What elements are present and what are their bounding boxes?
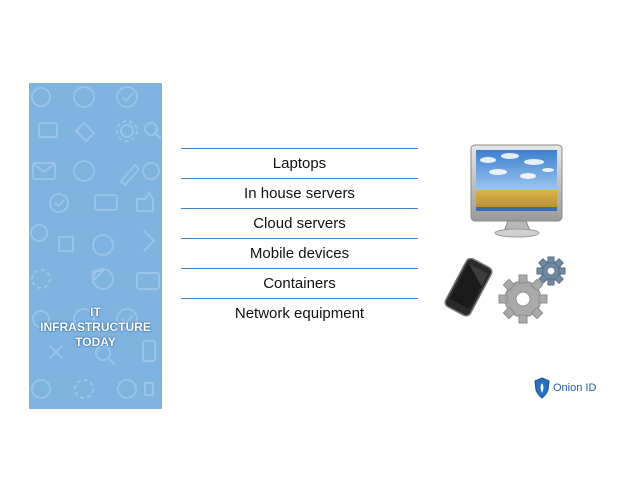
gears-icon <box>498 256 566 324</box>
monitor-icon <box>470 144 563 238</box>
side-panel-title: IT INFRASTRUCTURE TODAY <box>29 305 162 350</box>
infrastructure-list: Laptops In house servers Cloud servers M… <box>181 148 418 328</box>
list-item: Mobile devices <box>181 238 418 268</box>
list-item: Laptops <box>181 148 418 178</box>
logo-text: Onion ID <box>553 382 597 394</box>
list-item: In house servers <box>181 178 418 208</box>
list-item: Cloud servers <box>181 208 418 238</box>
list-item: Network equipment <box>181 298 418 328</box>
title-line-2: INFRASTRUCTURE <box>40 320 151 334</box>
title-line-3: TODAY <box>75 335 116 349</box>
list-item: Containers <box>181 268 418 298</box>
icon-pattern-background <box>30 86 162 399</box>
shield-icon <box>534 377 550 399</box>
title-line-1: IT <box>90 305 101 319</box>
smartphone-icon <box>444 258 493 317</box>
side-panel: IT INFRASTRUCTURE TODAY <box>29 83 162 409</box>
onion-id-logo: Onion ID <box>534 377 596 399</box>
